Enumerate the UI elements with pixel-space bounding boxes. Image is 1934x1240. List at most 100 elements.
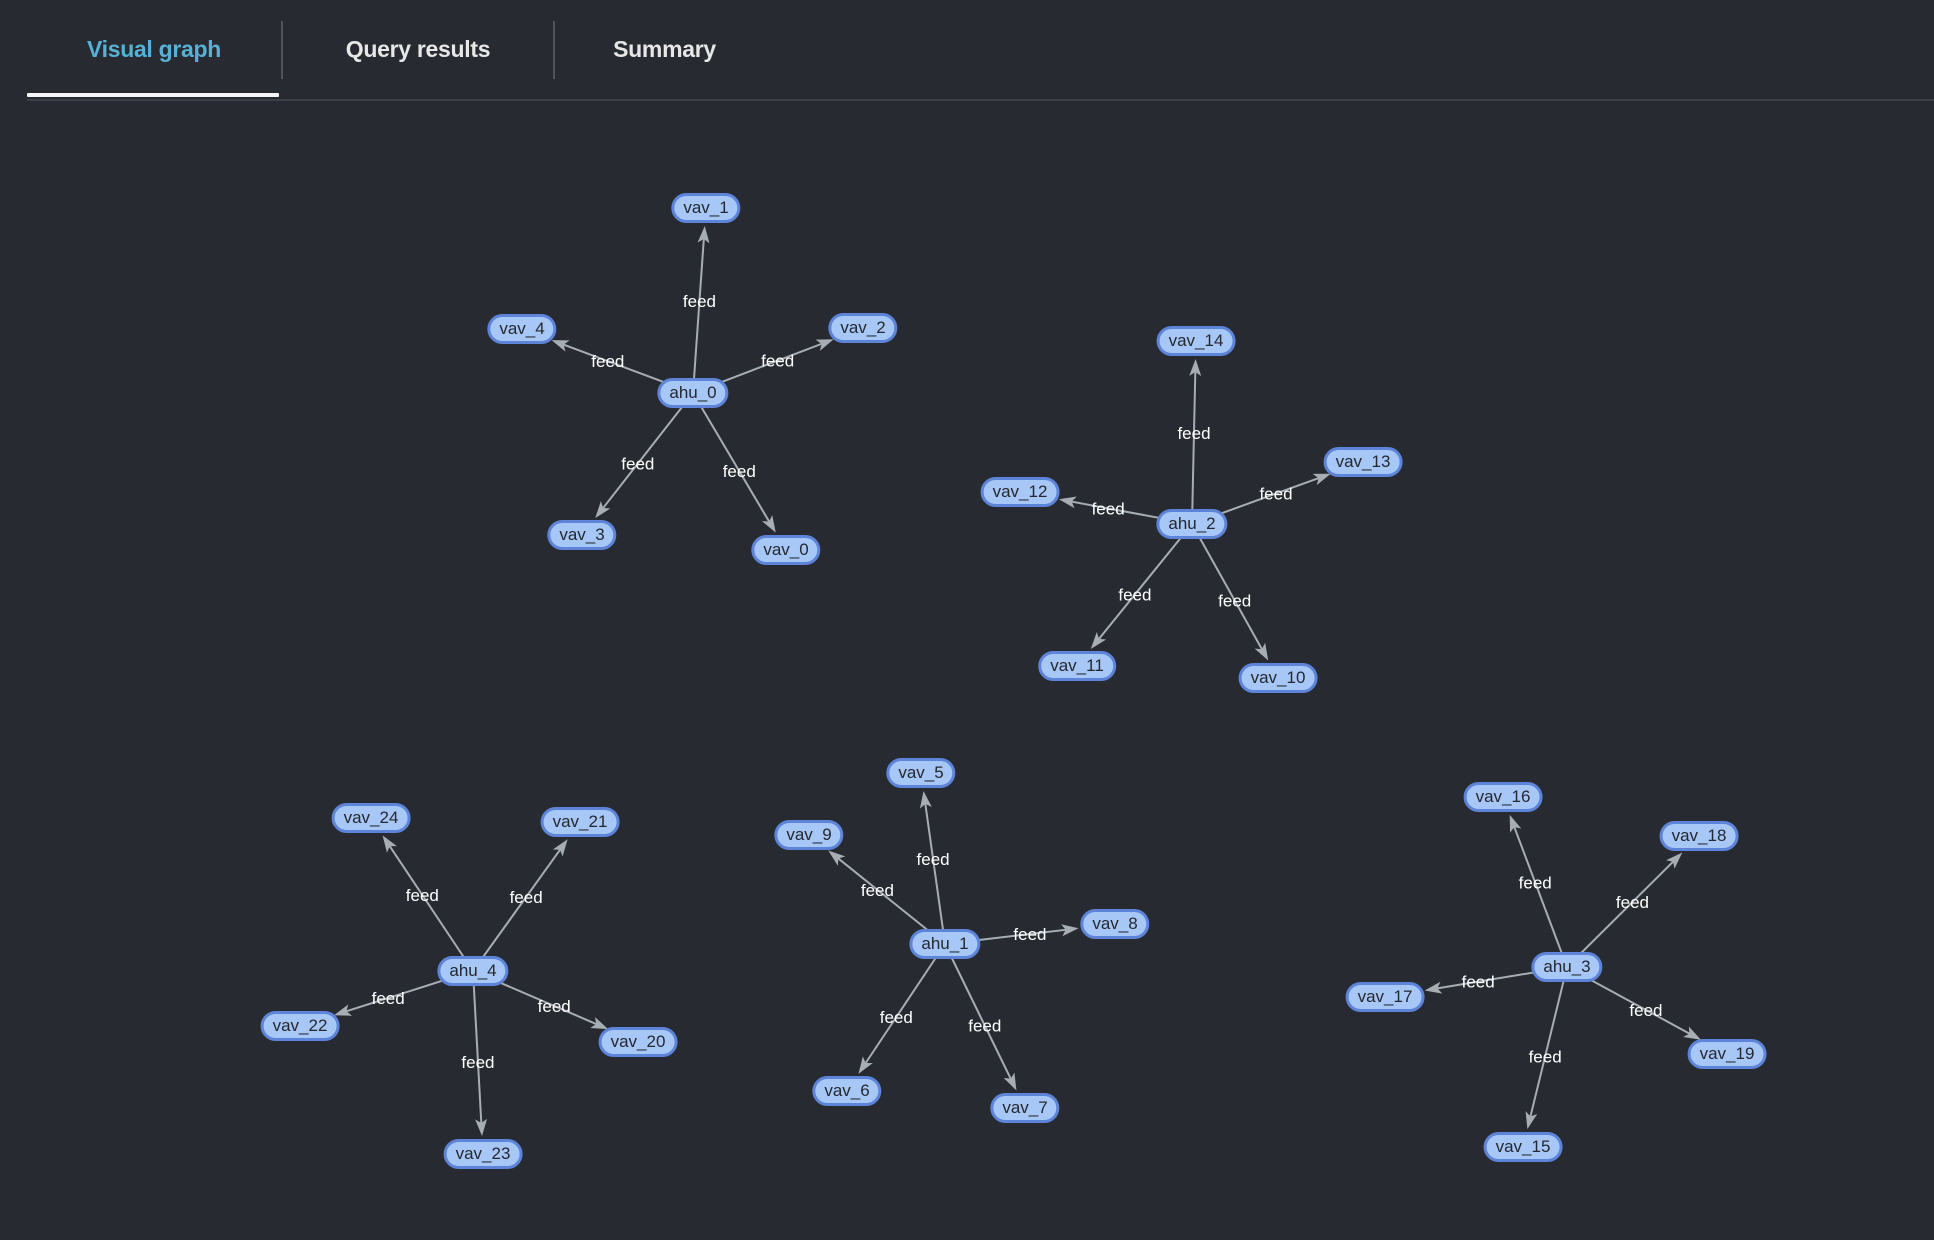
edge-label: feed — [968, 1017, 1001, 1036]
graph-node-vav_3[interactable]: vav_3 — [547, 520, 617, 550]
tab-bar: Visual graph Query results Summary — [0, 0, 1934, 99]
graph-node-vav_17[interactable]: vav_17 — [1345, 982, 1425, 1012]
graph-node-ahu_2[interactable]: ahu_2 — [1156, 509, 1228, 539]
tab-query-results[interactable]: Query results — [283, 14, 553, 86]
edge-label: feed — [538, 997, 571, 1016]
tab-summary-label: Summary — [613, 36, 716, 62]
graph-node-vav_8[interactable]: vav_8 — [1080, 909, 1150, 939]
edge-label: feed — [1177, 424, 1210, 443]
edge-label: feed — [1118, 585, 1151, 604]
graph-edge-ahu_0-vav_3 — [601, 392, 694, 510]
edge-label: feed — [880, 1008, 913, 1027]
tab-summary[interactable]: Summary — [555, 14, 774, 86]
edge-label: feed — [591, 352, 624, 371]
edge-arrowhead — [590, 1016, 609, 1030]
graph-edge-ahu_3-vav_18 — [1566, 860, 1675, 968]
active-tab-underline — [27, 93, 279, 97]
graph-node-vav_23[interactable]: vav_23 — [443, 1139, 523, 1169]
graph-edge-ahu_3-vav_16 — [1512, 825, 1568, 968]
graph-node-vav_4[interactable]: vav_4 — [487, 314, 557, 344]
graph-node-vav_11[interactable]: vav_11 — [1038, 651, 1116, 681]
graph-node-vav_5[interactable]: vav_5 — [886, 758, 956, 788]
graph-node-vav_24[interactable]: vav_24 — [331, 803, 411, 833]
graph-node-vav_7[interactable]: vav_7 — [990, 1093, 1060, 1123]
tab-divider — [281, 20, 283, 79]
edge-arrowhead — [475, 1118, 488, 1137]
graph-node-vav_6[interactable]: vav_6 — [812, 1076, 882, 1106]
edge-label: feed — [1462, 973, 1495, 992]
edge-arrowhead — [1683, 1026, 1701, 1040]
edge-label: feed — [761, 352, 794, 371]
edge-label: feed — [1218, 591, 1251, 610]
graph-node-vav_9[interactable]: vav_9 — [774, 820, 844, 850]
edge-arrowhead — [382, 835, 397, 853]
edge-label: feed — [723, 462, 756, 481]
graph-node-vav_0[interactable]: vav_0 — [751, 535, 821, 565]
graph-node-vav_13[interactable]: vav_13 — [1323, 447, 1403, 477]
graph-node-vav_22[interactable]: vav_22 — [260, 1011, 340, 1041]
graph-edge-ahu_2-vav_10 — [1191, 523, 1264, 651]
graph-node-ahu_1[interactable]: ahu_1 — [909, 929, 981, 959]
graph-node-vav_21[interactable]: vav_21 — [540, 807, 620, 837]
tab-divider — [553, 20, 555, 79]
graph-edge-ahu_0-vav_1 — [692, 237, 705, 394]
edge-label: feed — [1616, 893, 1649, 912]
graph-edge-ahu_4-vav_23 — [472, 970, 483, 1125]
edge-label: feed — [406, 886, 439, 905]
edge-arrowhead — [815, 339, 834, 351]
graph-node-vav_1[interactable]: vav_1 — [671, 193, 741, 223]
graph-edge-ahu_3-vav_15 — [1529, 966, 1568, 1118]
tab-visual-graph[interactable]: Visual graph — [27, 14, 281, 86]
tab-visual-graph-label: Visual graph — [86, 36, 222, 62]
graph-node-vav_19[interactable]: vav_19 — [1687, 1039, 1767, 1069]
edge-label: feed — [461, 1053, 494, 1072]
edge-arrowhead — [1525, 1111, 1538, 1130]
edge-arrowhead — [1666, 852, 1683, 869]
graph-node-ahu_4[interactable]: ahu_4 — [437, 956, 509, 986]
graph-node-vav_14[interactable]: vav_14 — [1156, 326, 1236, 356]
edge-label: feed — [621, 455, 654, 474]
edge-arrowhead — [1060, 924, 1079, 937]
edge-label: feed — [683, 292, 716, 311]
edge-label: feed — [1519, 874, 1552, 893]
graph-canvas[interactable]: feed feed feed feed feed feed feed feed feed feed… — [0, 101, 1934, 1240]
graph-node-vav_12[interactable]: vav_12 — [980, 477, 1060, 507]
edge-arrowhead — [697, 225, 710, 244]
edge-label: feed — [861, 881, 894, 900]
edge-arrowhead — [1058, 496, 1077, 509]
graph-edge-ahu_2-vav_14 — [1191, 370, 1197, 525]
graph-node-vav_20[interactable]: vav_20 — [598, 1027, 678, 1057]
graph-node-vav_15[interactable]: vav_15 — [1483, 1132, 1563, 1162]
edge-label: feed — [1013, 925, 1046, 944]
edge-arrowhead — [858, 1056, 873, 1074]
edge-arrowhead — [552, 839, 568, 857]
edge-arrowhead — [1003, 1072, 1017, 1091]
edge-arrowhead — [1090, 632, 1107, 649]
edge-label: feed — [1259, 485, 1292, 504]
edge-arrowhead — [551, 340, 570, 352]
edge-arrowhead — [1509, 814, 1522, 833]
edge-arrowhead — [919, 790, 932, 809]
graph-node-ahu_3[interactable]: ahu_3 — [1531, 952, 1603, 982]
edge-label: feed — [1529, 1047, 1562, 1066]
graph-node-vav_16[interactable]: vav_16 — [1463, 782, 1543, 812]
edge-label: feed — [510, 888, 543, 907]
edge-arrowhead — [1312, 473, 1331, 486]
edge-label: feed — [1629, 1001, 1662, 1020]
graph-node-vav_18[interactable]: vav_18 — [1659, 821, 1739, 851]
edge-arrowhead — [1189, 358, 1202, 377]
graph-node-ahu_0[interactable]: ahu_0 — [657, 378, 729, 408]
edge-label: feed — [1092, 499, 1125, 518]
graph-edge-ahu_1-vav_6 — [864, 943, 946, 1065]
graph-node-vav_10[interactable]: vav_10 — [1238, 663, 1318, 693]
graph-edges-layer: feed feed feed feed feed feed feed feed feed feed… — [333, 225, 1701, 1137]
graph-node-vav_2[interactable]: vav_2 — [828, 313, 898, 343]
tab-query-results-label: Query results — [345, 36, 491, 62]
edge-label: feed — [372, 989, 405, 1008]
graph-edge-ahu_0-vav_0 — [692, 392, 771, 523]
graph-edge-ahu_1-vav_7 — [944, 943, 1013, 1081]
edge-arrowhead — [595, 501, 611, 519]
edge-label: feed — [917, 850, 950, 869]
graph-edge-ahu_2-vav_11 — [1097, 523, 1193, 641]
graph-edge-ahu_1-vav_5 — [924, 802, 946, 945]
